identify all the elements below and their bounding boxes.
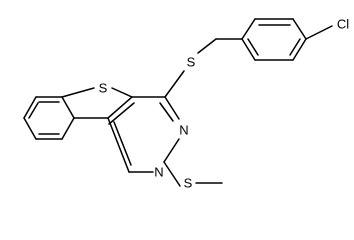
bond [61,87,95,98]
structure-diagram: S S S N N Cl [23,17,350,191]
atom-labels: S S S N N Cl [99,17,350,191]
sulfur-atom-ring: S [99,81,108,96]
bond [23,117,37,140]
bond [241,38,256,61]
bond [305,25,333,40]
bond [289,38,301,56]
bond [164,70,185,98]
bond [108,102,135,125]
bond [164,96,180,120]
sulfur-atom-thioether: S [187,55,196,70]
bond [61,117,75,140]
bond [197,38,217,54]
bond [107,117,130,173]
chlorine-atom: Cl [337,17,349,32]
bond [163,161,181,187]
bond [61,96,75,119]
bond [247,38,259,56]
bond [159,102,174,122]
bond [113,121,132,166]
molecule-canvas: S S S N N Cl [23,16,350,191]
bond [28,102,39,119]
bond [292,18,307,40]
bond [111,87,133,98]
nitrogen-atom-upper: N [179,123,188,138]
bonds [23,18,333,187]
bond [23,96,37,119]
bond [163,138,180,163]
nitrogen-atom-lower: N [154,165,163,180]
bond [241,18,256,40]
bond [107,96,133,119]
sulfur-atom-methylthio: S [184,176,193,191]
bond [292,38,307,61]
